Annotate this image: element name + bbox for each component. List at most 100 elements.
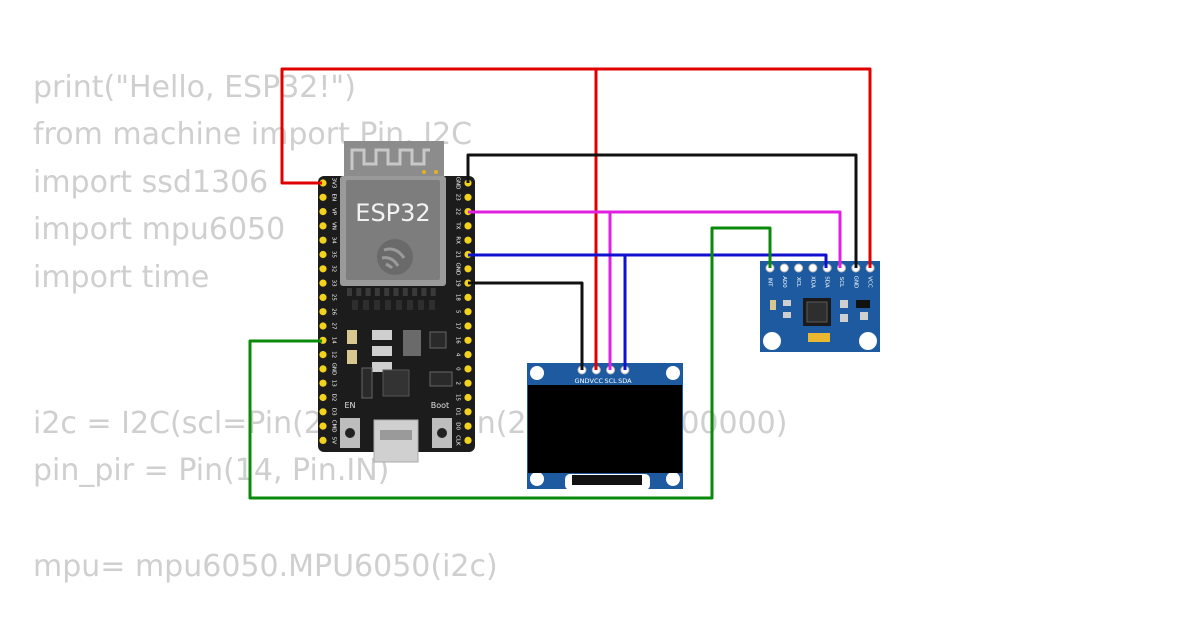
esp32-pin-vn[interactable]: [319, 222, 327, 230]
esp32-pin-label: 34: [331, 237, 337, 244]
code-line: pin_pir = Pin(14, Pin.IN): [33, 453, 390, 488]
esp32-pin-3v3[interactable]: [319, 179, 327, 187]
esp32-pin-d2[interactable]: [319, 393, 327, 402]
en-label: EN: [344, 401, 355, 410]
esp32-pin-32[interactable]: [319, 265, 327, 273]
wire-pir-gpio14[interactable]: [248, 226, 772, 500]
code-line: import ssd1306: [33, 165, 269, 200]
esp32-pin-label: 5: [455, 310, 461, 314]
esp32-pin-label: 19: [455, 280, 461, 287]
mpu6050-pin-label: AD0: [781, 276, 787, 288]
esp32-pin-label: D2: [331, 394, 337, 402]
esp32-pin-rx[interactable]: [464, 236, 472, 244]
mpu6050-pin-label: INT: [767, 277, 773, 287]
esp32-pin-label: 26: [331, 308, 337, 315]
esp32-pin-26[interactable]: [319, 308, 327, 316]
esp32-pin-clk[interactable]: [464, 436, 472, 444]
mpu6050-pin-label: XDA: [809, 276, 815, 288]
wire-gnd-mpu[interactable]: [466, 153, 858, 268]
oled-pin-label: GND: [575, 377, 590, 385]
wire-vcc[interactable]: [280, 67, 598, 370]
wire-vcc-mpu[interactable]: [596, 67, 872, 268]
esp32-pin-label: 33: [331, 280, 337, 287]
esp32-pin-label: D1: [455, 408, 461, 416]
esp32-pin-5v[interactable]: [319, 436, 327, 444]
esp32-pin-en[interactable]: [319, 193, 327, 201]
wires: [248, 67, 872, 500]
esp32-pin-15[interactable]: [464, 393, 472, 402]
esp32-pin-label: 14: [331, 337, 337, 344]
esp32-pin-label: GND: [331, 363, 337, 376]
oled-pin-label: VCC: [590, 377, 604, 385]
esp32-pin-label: VP: [331, 208, 337, 216]
esp32-pin-gnd[interactable]: [319, 365, 327, 373]
esp32-pin-label: 4: [455, 353, 461, 357]
esp32-pin-27[interactable]: [319, 322, 327, 330]
esp32-pin-label: 27: [331, 323, 337, 330]
esp32-pin-5[interactable]: [464, 308, 472, 316]
esp32-pin-35[interactable]: [319, 250, 327, 259]
mpu6050-pin-label: XCL: [795, 277, 801, 288]
esp32-pin-label: EN: [331, 194, 337, 202]
esp32-pin-25[interactable]: [319, 293, 327, 301]
oled-pin-label: SDA: [618, 377, 632, 385]
esp32-pin-18[interactable]: [464, 293, 472, 301]
mpu6050-pin-xcl[interactable]: [794, 263, 804, 273]
esp32-pin-label: 16: [455, 337, 461, 344]
mpu6050-pin-ad0[interactable]: [779, 263, 789, 273]
esp32-pin-label: 23: [455, 194, 461, 201]
esp32-pin-label: 35: [331, 251, 337, 258]
oled-screen: [528, 385, 682, 473]
esp32-pin-17[interactable]: [464, 322, 472, 330]
esp32-pin-label: 3V3: [331, 178, 337, 189]
esp32-pin-label: 13: [331, 380, 337, 387]
esp32-pin-label: GND: [455, 177, 461, 190]
wire-gnd-oled[interactable]: [468, 281, 584, 370]
mpu6050-pin-label: SDA: [824, 276, 830, 288]
code-line: mpu= mpu6050.MPU6050(i2c): [33, 549, 498, 584]
mpu6050-pin-label: SCL: [838, 277, 844, 288]
mpu6050-module[interactable]: INT AD0 XCL XDA SDA SCL GND VCC: [760, 261, 880, 352]
wire-scl[interactable]: [468, 210, 842, 268]
esp32-pin-34[interactable]: [319, 236, 327, 244]
esp32-pin-vp[interactable]: [319, 208, 327, 216]
esp32-pin-d3[interactable]: [319, 408, 327, 416]
esp32-pin-gnd[interactable]: [464, 265, 472, 273]
esp32-pin-16[interactable]: [464, 336, 472, 344]
oled-pin-label: SCL: [604, 377, 617, 385]
mpu6050-pin-label: GND: [852, 276, 858, 289]
esp32-pin-label: TX: [455, 221, 461, 229]
esp32-pin-label: 25: [331, 294, 337, 301]
esp32-pin-label: VN: [331, 222, 337, 230]
esp32-pin-label: CLK: [455, 435, 461, 446]
micro-usb-port: [373, 419, 419, 463]
esp32-pin-4[interactable]: [464, 351, 472, 359]
esp32-pin-cmd[interactable]: [319, 422, 327, 430]
code-line: from machine import Pin, I2C: [33, 117, 473, 152]
wire-sda[interactable]: [468, 253, 828, 268]
boot-label: Boot: [431, 401, 449, 410]
esp32-pin-23[interactable]: [464, 193, 472, 201]
esp32-pin-label: 0: [455, 367, 461, 371]
esp32-pin-tx[interactable]: [464, 222, 472, 230]
regulator: [403, 330, 421, 356]
esp32-pin-d1[interactable]: [464, 408, 472, 416]
esp32-pin-label: 18: [455, 294, 461, 301]
esp32-pin-label: 5V: [331, 437, 337, 444]
esp32-pin-d0[interactable]: [464, 422, 472, 430]
esp32-pin-0[interactable]: [464, 365, 472, 373]
antenna: [344, 141, 444, 181]
mpu6050-pin-label: VCC: [867, 276, 873, 288]
esp32-pin-2[interactable]: [464, 379, 472, 387]
mpu6050-pin-xda[interactable]: [808, 263, 818, 273]
esp32-pin-label: 21: [455, 251, 461, 258]
esp32-board[interactable]: ESP32 EN Boot 3V3ENVPVN34353233252627141…: [318, 141, 475, 463]
esp32-pin-13[interactable]: [319, 379, 327, 387]
esp32-pin-33[interactable]: [319, 279, 327, 287]
esp32-pin-12[interactable]: [319, 351, 327, 359]
esp32-pin-label: 22: [455, 208, 461, 215]
